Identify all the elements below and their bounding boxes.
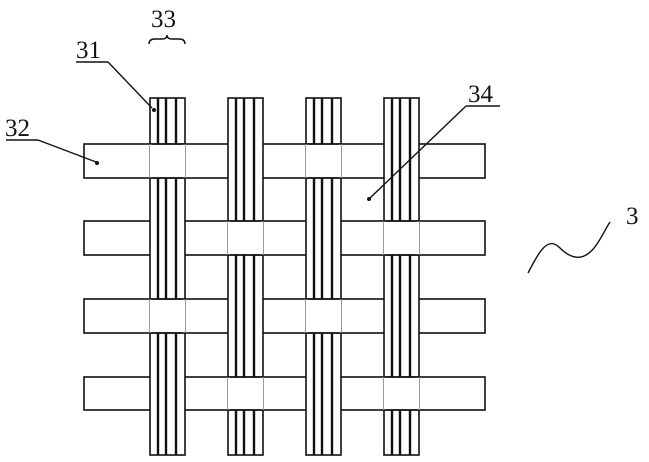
leader-dot bbox=[367, 197, 371, 201]
brace-33 bbox=[148, 34, 186, 45]
leader-line-31 bbox=[107, 61, 153, 109]
label-32: 32 bbox=[5, 115, 30, 142]
crossing-over bbox=[149, 143, 186, 179]
label-34: 34 bbox=[468, 81, 494, 108]
leader-dot bbox=[152, 108, 156, 112]
crossing-over bbox=[227, 220, 264, 256]
leader-dots bbox=[95, 108, 371, 201]
horizontal-strip bbox=[83, 376, 486, 411]
leader-dot bbox=[95, 161, 99, 165]
crossing-over bbox=[383, 376, 420, 411]
squiggle-3 bbox=[527, 221, 611, 274]
weave-crossings bbox=[149, 143, 420, 411]
label-3: 3 bbox=[626, 203, 639, 230]
crossing-over bbox=[305, 143, 342, 179]
horizontal-strip bbox=[83, 220, 486, 256]
crossing-cover-edges bbox=[149, 144, 420, 410]
crossing-over bbox=[227, 376, 264, 411]
horizontal-strip bbox=[83, 298, 486, 334]
leader-line-32 bbox=[37, 139, 97, 163]
crossing-over bbox=[305, 298, 342, 334]
label-31: 31 bbox=[76, 37, 101, 64]
crossing-outline bbox=[150, 143, 419, 411]
leader-lines bbox=[6, 34, 611, 274]
horizontal-strips bbox=[83, 143, 486, 411]
horizontal-strip bbox=[83, 143, 486, 179]
label-33: 33 bbox=[151, 6, 176, 33]
leader-line-34 bbox=[369, 105, 467, 199]
crossing-over bbox=[149, 298, 186, 334]
crossing-over bbox=[383, 220, 420, 256]
